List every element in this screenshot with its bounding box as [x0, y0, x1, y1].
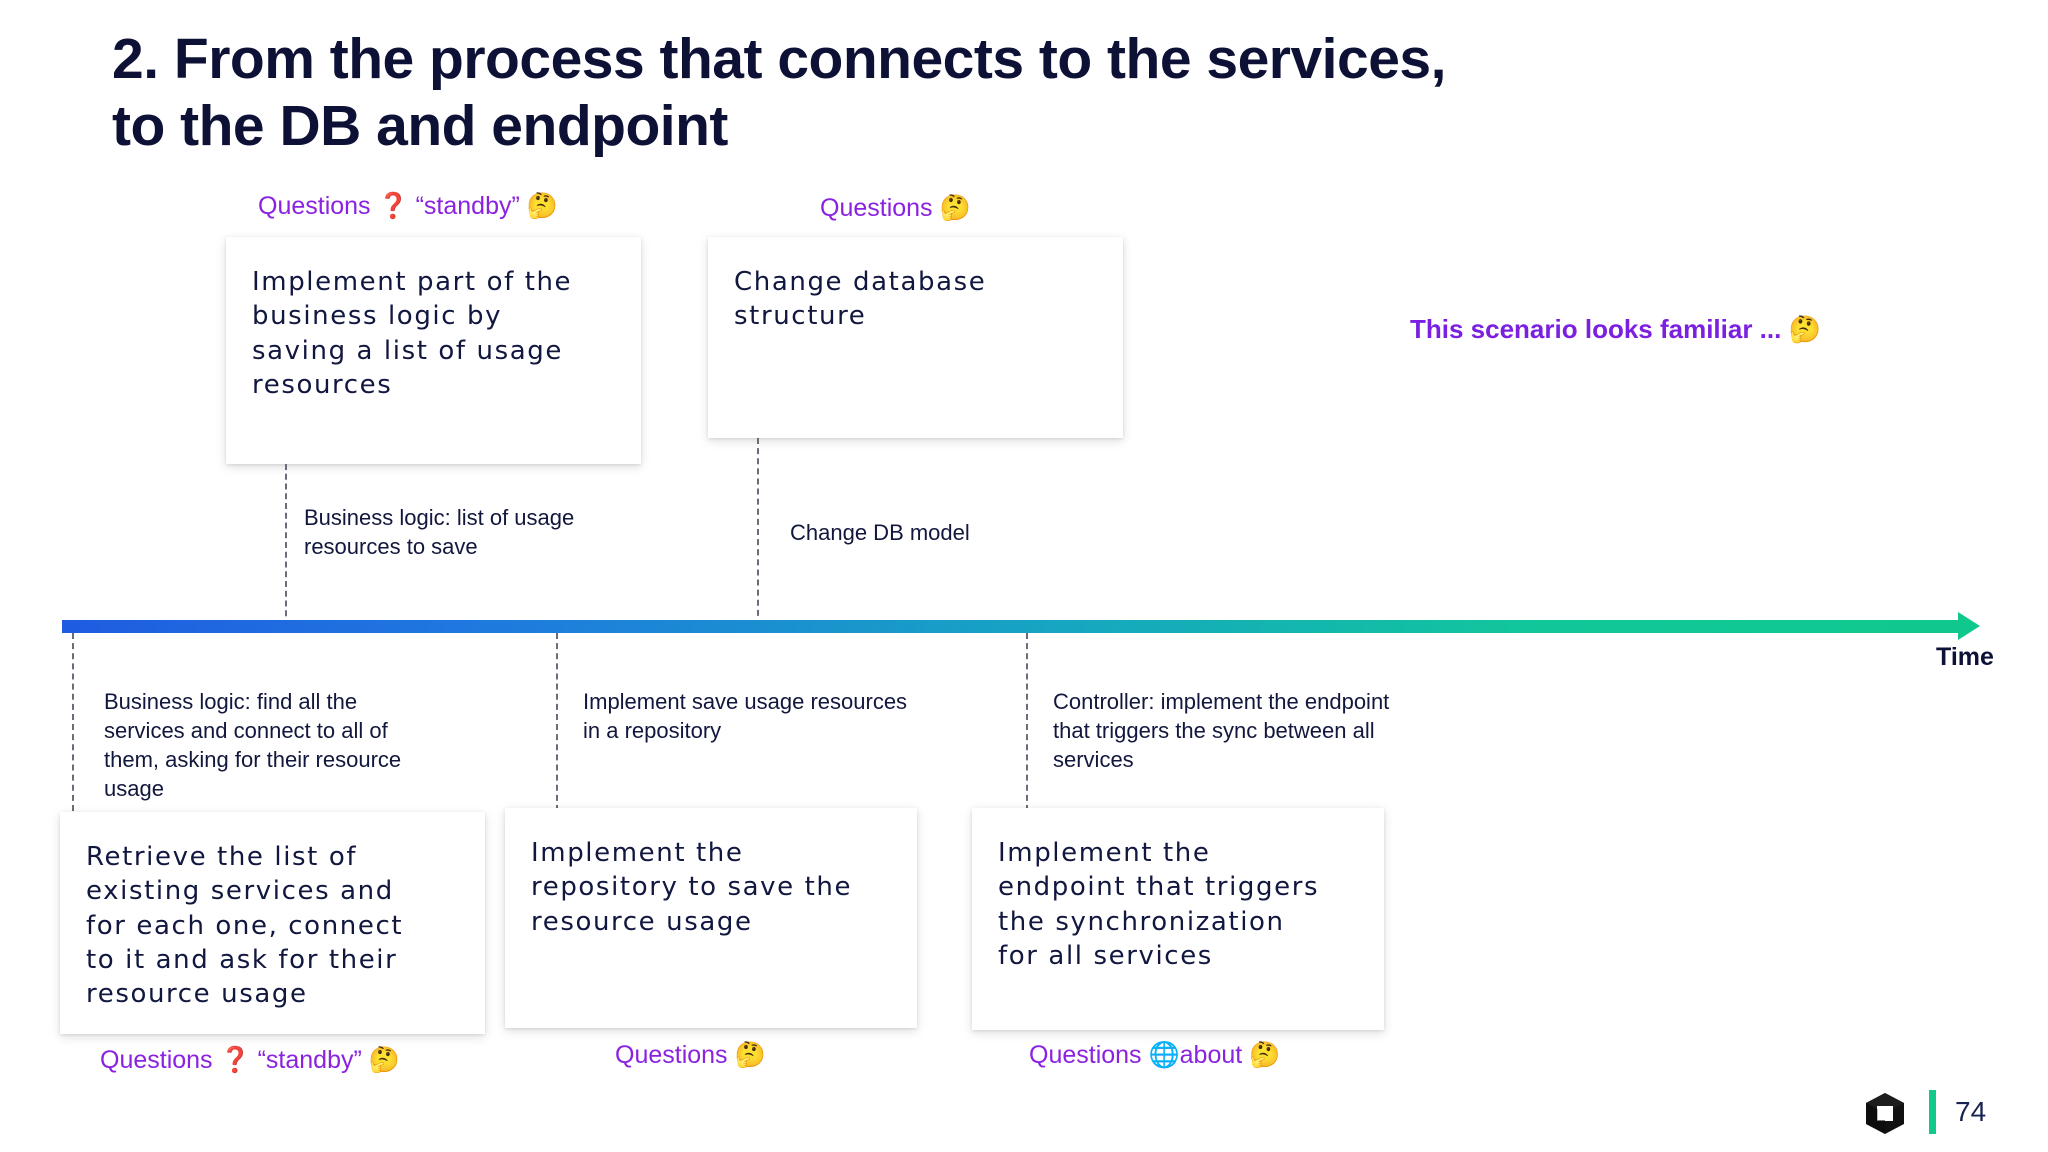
label-implement-save-usage: Implement save usage resources in a repo… [583, 689, 908, 744]
connector-line-above-1 [285, 464, 287, 626]
timeline-arrow-icon [1958, 612, 1980, 640]
connector-line-below-3 [1026, 633, 1028, 811]
annotation-questions-bottom-middle: Questions 🤔 [615, 1041, 766, 1069]
annotation-scenario-familiar: This scenario looks familiar ... 🤔 [1410, 314, 1821, 344]
label-business-logic-list: Business logic: list of usage resources … [304, 505, 575, 560]
annotation-questions-standby-bottom: Questions ❓ “standby” 🤔 [100, 1046, 400, 1074]
connector-line-above-2 [757, 438, 759, 626]
card-business-logic-usage[interactable]: Implement part of the business logic by … [226, 237, 641, 464]
timeline-axis [62, 620, 1962, 633]
annotation-questions-top-middle: Questions 🤔 [820, 194, 971, 222]
footer-divider [1929, 1090, 1936, 1134]
page-number: 74 [1955, 1096, 1987, 1127]
card-implement-repository[interactable]: Implement the repository to save the res… [505, 808, 917, 1028]
card-change-database-structure[interactable]: Change database structure [708, 237, 1123, 438]
annotation-questions-about: Questions 🌐about 🤔 [1029, 1041, 1281, 1069]
brand-cube-logo [1862, 1090, 1908, 1136]
label-business-logic-find-services: Business logic: find all the services an… [104, 689, 402, 802]
page-title: 2. From the process that connects to the… [112, 27, 1446, 159]
connector-line-below-1 [72, 633, 74, 811]
timeline-axis-label: Time [1936, 643, 1994, 671]
annotation-questions-standby-top: Questions ❓ “standby” 🤔 [258, 192, 558, 220]
label-controller-endpoint-sync: Controller: implement the endpoint that … [1053, 689, 1390, 773]
card-implement-endpoint-sync[interactable]: Implement the endpoint that triggers the… [972, 808, 1384, 1030]
card-retrieve-list-services[interactable]: Retrieve the list of existing services a… [60, 812, 485, 1034]
connector-line-below-2 [556, 633, 558, 811]
label-change-db-model: Change DB model [790, 520, 970, 545]
